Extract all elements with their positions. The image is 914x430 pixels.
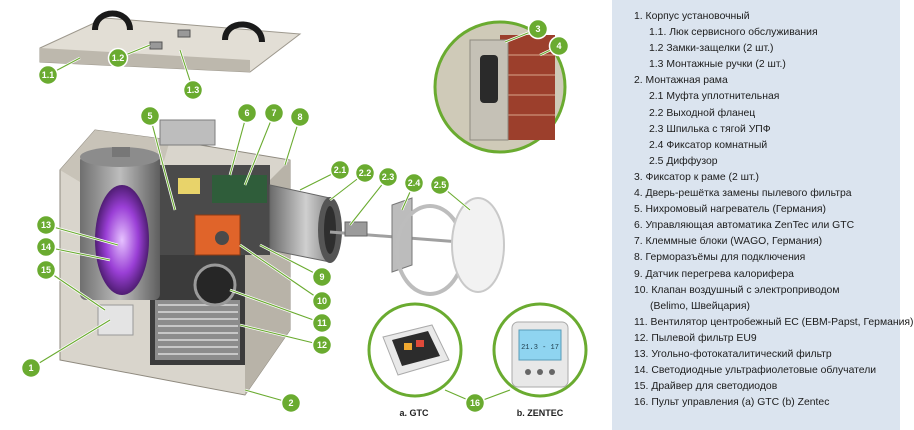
legend-item-2-1: 2.1 Муфта уплотнительная [649,91,780,103]
callout-8: 8 [289,106,311,128]
product-diagram: a. GTC 21.3 - 17 b. ZENTEC [20,10,588,418]
svg-text:9: 9 [319,272,324,282]
legend-item-16: 16. Пульт управления (a) GTC (b) Zentec [634,397,830,409]
callout-12: 12 [311,334,333,356]
callout-2-2: 2.2 [354,162,376,184]
caption-gtc: a. GTC [399,408,429,418]
callout-6: 6 [236,102,258,124]
legend-item-6: 6. Управляющая автоматика ZenTec или GTC [634,220,855,232]
callout-1-1: 1.1 [37,64,59,86]
legend-item-2-5: 2.5 Диффузор [649,155,718,167]
diffuser-disc [451,197,505,293]
callout-1-3: 1.3 [182,79,204,101]
svg-text:15: 15 [41,265,51,275]
callout-2-4: 2.4 [403,172,425,194]
callout-14: 14 [35,236,57,258]
callout-9: 9 [311,266,333,288]
svg-text:11: 11 [317,318,327,328]
legend-item-5: 5. Нихромовый нагреватель (Германия) [634,204,826,216]
legend-item-2: 2. Монтажная рама [634,75,728,87]
control-panel-zentec: 21.3 - 17 [492,302,588,398]
callout-16: 16 [464,392,486,414]
legend-item-12: 12. Пылевой фильтр EU9 [634,332,757,344]
svg-text:2.4: 2.4 [408,178,421,188]
caption-zentec: b. ZENTEC [517,408,564,418]
svg-text:2.3: 2.3 [382,172,395,182]
legend-item-14: 14. Светодиодные ультрафиолетовые облуча… [634,365,877,377]
callout-5: 5 [139,105,161,127]
component-legend: 1. Корпус установочный 1.1. Люк сервисно… [612,0,914,430]
svg-text:2.2: 2.2 [359,168,372,178]
damper-actuator [194,214,241,256]
legend-item-4: 4. Дверь-решётка замены пылевого фильтра [634,188,852,200]
svg-text:8: 8 [297,112,302,122]
callout-2: 2 [280,392,302,414]
svg-text:1.3: 1.3 [187,85,200,95]
zentec-display-text: 21.3 - 17 [521,344,559,352]
callout-2-5: 2.5 [429,174,451,196]
outlet-duct [269,184,342,263]
callout-4: 4 [548,35,570,57]
svg-text:5: 5 [147,111,152,121]
legend-item-2-2: 2.2 Выходной фланец [649,107,756,119]
legend-item-10-cont: (Belimo, Швейцария) [650,300,750,312]
callout-2-1: 2.1 [329,159,351,181]
svg-text:16: 16 [470,398,480,408]
svg-text:10: 10 [317,296,327,306]
svg-text:3: 3 [535,24,540,34]
svg-text:1: 1 [28,363,33,373]
callout-3: 3 [527,18,549,40]
legend-item-2-3: 2.3 Шпилька с тягой УПФ [649,123,771,135]
legend-item-15: 15. Драйвер для светодиодов [634,381,778,393]
callout-13: 13 [35,214,57,236]
svg-text:2.1: 2.1 [334,165,347,175]
uv-filter-cylinder [80,147,160,300]
control-panel-gtc [367,302,463,398]
legend-item-10: 10. Клапан воздушный с электроприводом [634,284,840,296]
callout-7: 7 [263,102,285,124]
legend-item-2-4: 2.4 Фиксатор комнатный [649,139,768,151]
callout-1-2: 1.2 [107,47,129,69]
svg-text:14: 14 [41,242,51,252]
legend-item-8: 8. Гермоpазъёмы для подключения [634,252,806,264]
legend-item-9: 9. Датчик перегрева калорифера [634,268,794,280]
legend-item-3: 3. Фиксатор к раме (2 шт.) [634,171,759,183]
legend-item-1-3: 1.3 Монтажные ручки (2 шт.) [649,59,786,71]
svg-text:2: 2 [288,398,293,408]
legend-item-13: 13. Угольно-фотокаталитический фильтр [634,348,832,360]
legend-item-11: 11. Вентилятор центробежный EC (EBM-Paps… [634,316,914,328]
svg-text:2.5: 2.5 [434,180,447,190]
callout-11: 11 [311,312,333,334]
svg-text:1.2: 1.2 [112,53,125,63]
legend-item-1-1: 1.1. Люк сервисного обслуживания [649,27,818,39]
svg-text:12: 12 [317,340,327,350]
legend-item-1: 1. Корпус установочный [634,11,750,22]
fan-wheel [193,263,237,307]
svg-text:1.1: 1.1 [42,70,55,80]
dust-filter-fins [158,304,238,355]
grille-door-inset [433,20,567,154]
svg-text:4: 4 [556,41,561,51]
legend-item-1-2: 1.2 Замки-защелки (2 шт.) [649,43,774,55]
callout-2-3: 2.3 [377,166,399,188]
svg-text:6: 6 [244,108,249,118]
callout-10: 10 [311,290,333,312]
svg-text:7: 7 [271,108,276,118]
svg-text:13: 13 [41,220,51,230]
legend-item-7: 7. Клеммные блоки (WAGO, Германия) [634,236,823,248]
callout-15: 15 [35,259,57,281]
callout-1: 1 [20,357,42,379]
service-hatch-lid [39,10,302,73]
